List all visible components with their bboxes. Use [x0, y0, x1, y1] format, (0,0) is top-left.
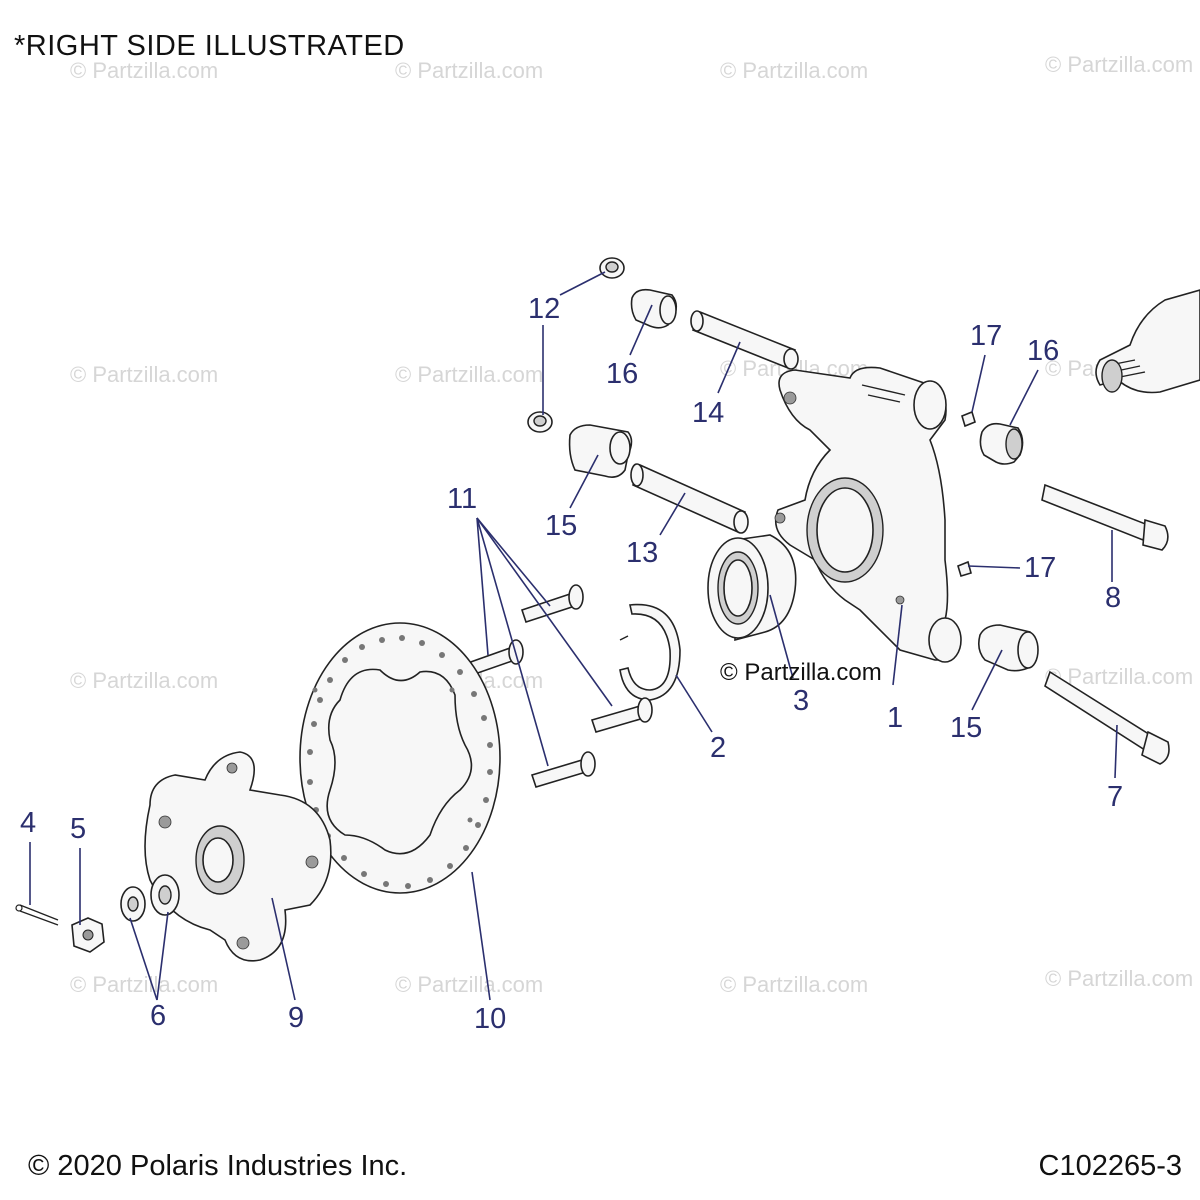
callout-2: 2	[710, 732, 726, 764]
bushing-15-lower-part	[978, 624, 1039, 672]
bushing-16-upper-part	[630, 288, 678, 329]
callout-7: 7	[1107, 781, 1123, 813]
wheel-bearing-part	[707, 534, 797, 642]
cap-12-upper-part	[599, 257, 625, 279]
watermark: © Partzilla.com	[70, 58, 218, 83]
callout-4: 4	[20, 807, 36, 839]
watermark: © Partzilla.com	[1045, 52, 1193, 77]
knuckle-part	[774, 366, 962, 663]
callout-17: 17	[1024, 552, 1056, 584]
grease-fitting-17-upper-part	[961, 410, 976, 428]
watermark: © Partzilla.com	[70, 972, 218, 997]
watermark: © Partzilla.com	[395, 362, 543, 387]
callout-9: 9	[288, 1002, 304, 1034]
wheel-studs-part	[463, 584, 653, 788]
pin-14-part	[690, 310, 799, 370]
callout-16: 16	[606, 358, 638, 390]
callout-13: 13	[626, 537, 658, 569]
callout-17: 17	[970, 320, 1002, 352]
cap-12-lower-part	[527, 411, 553, 433]
watermark: © Partzilla.com	[70, 668, 218, 693]
callout-6: 6	[150, 1000, 166, 1032]
watermark: © Partzilla.com	[720, 58, 868, 83]
castle-nut-part	[71, 917, 105, 953]
callout-labels: 12 16 14 15 13 11 2 3 1 15 7 8 17 17 16 …	[20, 293, 1123, 1035]
watermark: © Partzilla.com	[395, 972, 543, 997]
callout-11: 11	[447, 483, 477, 515]
callout-14: 14	[692, 397, 724, 429]
washer-outer-part	[120, 886, 146, 922]
washer-inner-part	[150, 874, 180, 916]
callout-5: 5	[70, 813, 86, 845]
callout-8: 8	[1105, 582, 1121, 614]
bushing-16-lower-part	[979, 422, 1024, 465]
header-note: *RIGHT SIDE ILLUSTRATED	[14, 30, 405, 62]
bushing-15-upper-part	[568, 424, 633, 478]
watermark: © Partzilla.com	[720, 972, 868, 997]
diagram-code: C102265-3	[1038, 1150, 1183, 1182]
cotter-pin-part	[15, 904, 59, 926]
callout-10: 10	[474, 1003, 506, 1035]
center-watermark: © Partzilla.com	[720, 659, 882, 686]
callout-16: 16	[1027, 335, 1059, 367]
callout-3: 3	[793, 685, 809, 717]
watermark: © Partzilla.com	[70, 362, 218, 387]
wheel-hub-part	[144, 751, 332, 962]
snap-ring-part	[619, 603, 681, 701]
bolt-8-part	[1041, 483, 1169, 551]
footer-copyright: © 2020 Polaris Industries Inc.	[28, 1150, 408, 1182]
callout-15: 15	[545, 510, 577, 542]
watermark: © Partzilla.com	[1045, 966, 1193, 991]
pin-13-part	[630, 463, 749, 534]
callout-15: 15	[950, 712, 982, 744]
grease-fitting-17-lower-part	[957, 560, 972, 577]
axle-shaft-part	[1095, 289, 1200, 394]
callout-12: 12	[528, 293, 560, 325]
callout-1: 1	[887, 702, 903, 734]
leader-lines	[29, 271, 1118, 1001]
bolt-7-part	[1044, 670, 1170, 765]
watermark: © Partzilla.com	[395, 58, 543, 83]
